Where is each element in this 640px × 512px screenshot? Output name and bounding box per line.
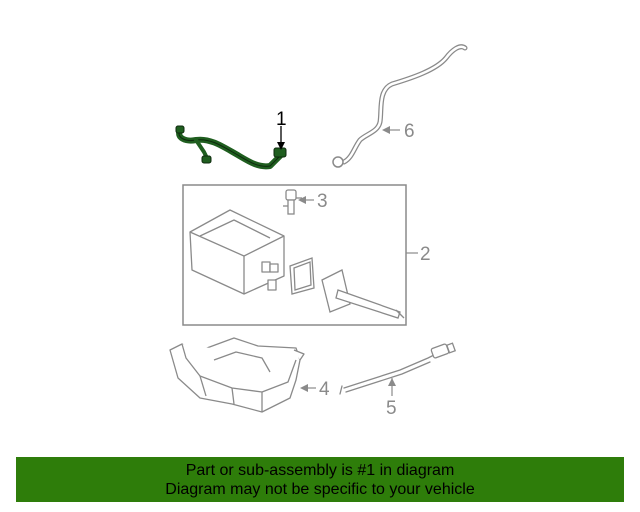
part-4-tray [169,337,305,413]
canister-bracket-rod [321,269,405,319]
part-2-assembly-box [182,184,407,326]
part-5-sensor-rod [339,342,457,395]
part-3-valve [283,189,302,215]
callout-3: 3 [298,191,328,212]
callout-label-2: 2 [420,244,431,265]
callout-1: 1 [276,109,287,150]
footer-line-1: Part or sub-assembly is #1 in diagram [185,461,455,479]
callout-label-3: 3 [317,191,328,212]
callout-label-1: 1 [276,109,287,130]
part-1-sensor-harness[interactable] [175,125,287,170]
callout-label-5: 5 [386,398,397,419]
callout-6: 6 [382,121,415,142]
callout-5: 5 [386,378,397,419]
filter-pad [289,257,315,295]
canister [189,209,285,295]
part-6-hose [332,44,468,168]
footer-line-2: Diagram may not be specific to your vehi… [165,480,475,498]
info-footer: Part or sub-assembly is #1 in diagram Di… [16,457,624,502]
callout-2: 2 [406,244,431,265]
callout-label-6: 6 [404,121,415,142]
callout-label-4: 4 [319,379,330,400]
callout-4: 4 [300,379,330,400]
